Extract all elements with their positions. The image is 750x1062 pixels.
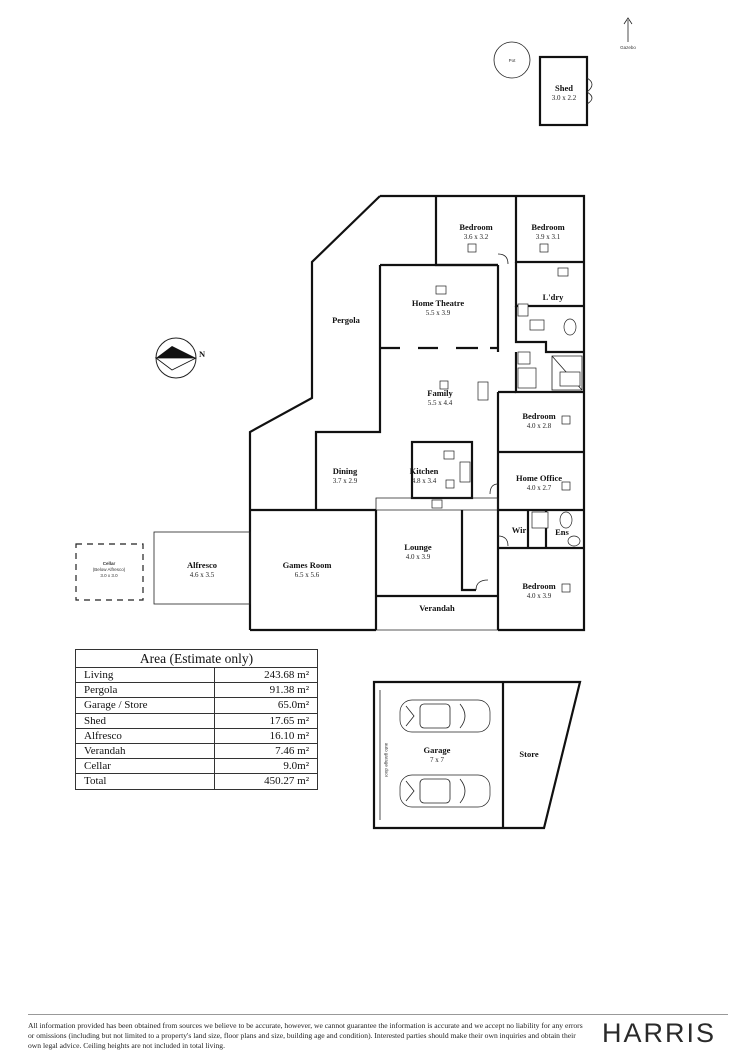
pergola-name: Pergola <box>332 315 361 325</box>
cellar-sub: (Below Alfresco) <box>93 567 126 572</box>
area-label: Living <box>75 666 215 684</box>
home-office-name: Home Office <box>516 473 562 483</box>
home-office-dim: 4.0 x 2.7 <box>527 484 552 492</box>
house-walls <box>248 194 586 632</box>
dining-dim: 3.7 x 2.9 <box>333 477 358 485</box>
table-row: Pergola 91.38 m² <box>75 682 318 699</box>
area-label: Pergola <box>75 682 215 699</box>
shed-outline <box>538 55 589 127</box>
home-theatre-name: Home Theatre <box>412 298 465 308</box>
bedroom2-name: Bedroom <box>531 222 564 232</box>
bedroom1-dim: 3.6 x 3.2 <box>464 233 489 241</box>
footer-divider <box>28 1014 728 1015</box>
bedroom4-dim: 4.0 x 3.9 <box>527 592 552 600</box>
lounge-dim: 4.0 x 3.9 <box>406 553 431 561</box>
wir-name: Wir <box>512 525 527 535</box>
area-value: 65.0m² <box>214 697 318 714</box>
fixtures <box>431 243 583 593</box>
area-label: Verandah <box>75 742 215 760</box>
disclaimer-text: All information provided has been obtain… <box>28 1021 583 1050</box>
verandah-name: Verandah <box>419 603 455 613</box>
area-value: 16.10 m² <box>214 727 318 744</box>
family-name: Family <box>427 388 453 398</box>
garage-walls <box>372 680 582 830</box>
shed-name: Shed <box>555 83 573 93</box>
area-table-title: Area (Estimate only) <box>75 649 318 668</box>
alfresco-outline <box>153 531 251 605</box>
table-row: Shed 17.65 m² <box>75 712 318 729</box>
pot-circle <box>493 41 531 79</box>
area-table: Area (Estimate only) Living 243.68 m² Pe… <box>75 649 318 790</box>
area-label: Cellar <box>75 758 215 775</box>
bedroom4-name: Bedroom <box>522 581 555 591</box>
laundry-name: L'dry <box>543 292 565 302</box>
kitchen-dim: 4.8 x 3.4 <box>412 477 437 485</box>
area-label: Alfresco <box>75 727 215 744</box>
area-label: Garage / Store <box>75 697 215 714</box>
area-value: 17.65 m² <box>214 712 318 729</box>
lounge-name: Lounge <box>404 542 432 552</box>
gazebo-label: Gazebo <box>620 45 636 50</box>
area-value: 91.38 m² <box>214 682 318 699</box>
table-row: Garage / Store 65.0m² <box>75 697 318 714</box>
cellar-dim: 3.0 x 3.0 <box>100 573 118 578</box>
bedroom1-name: Bedroom <box>459 222 492 232</box>
gazebo-arrow-icon <box>623 17 633 42</box>
shed-dim: 3.0 x 2.2 <box>552 94 577 102</box>
table-row: Cellar 9.0m² <box>75 758 318 775</box>
car-bottom-icon <box>399 774 491 808</box>
ens-name: Ens <box>555 527 569 537</box>
bedroom3-dim: 4.0 x 2.8 <box>527 422 552 430</box>
brand-logo: HARRIS <box>602 1018 717 1048</box>
alfresco-dim: 4.6 x 3.5 <box>190 571 215 579</box>
shed-door <box>586 77 593 105</box>
car-top-icon <box>399 699 491 733</box>
dining-name: Dining <box>333 466 358 476</box>
home-theatre-dim: 5.5 x 3.9 <box>426 309 451 317</box>
table-row: Verandah 7.46 m² <box>75 742 318 760</box>
table-row: Living 243.68 m² <box>75 666 318 684</box>
area-value: 7.46 m² <box>214 742 318 760</box>
games-room-name: Games Room <box>283 560 332 570</box>
table-row: Alfresco 16.10 m² <box>75 727 318 744</box>
area-value: 9.0m² <box>214 758 318 775</box>
store-name: Store <box>519 749 538 759</box>
alfresco-name: Alfresco <box>187 560 217 570</box>
area-label: Shed <box>75 712 215 729</box>
games-room-dim: 6.5 x 5.6 <box>295 571 320 579</box>
north-arrow-icon <box>154 337 197 379</box>
kitchen-name: Kitchen <box>410 466 439 476</box>
area-value: 450.27 m² <box>214 773 318 790</box>
area-label: Total <box>75 773 215 790</box>
garage-dim: 7 x 7 <box>430 756 445 764</box>
north-label: N <box>199 349 206 359</box>
bedroom3-name: Bedroom <box>522 411 555 421</box>
cellar-name: Cellar <box>103 561 116 566</box>
bedroom2-dim: 3.9 x 3.1 <box>536 233 561 241</box>
garage-door-label: auto garage door <box>384 743 389 778</box>
family-dim: 5.5 x 4.4 <box>428 399 453 407</box>
pot-label: Pot <box>509 58 517 63</box>
cellar-outline <box>75 543 144 601</box>
area-value: 243.68 m² <box>214 666 318 684</box>
table-row: Total 450.27 m² <box>75 773 318 790</box>
garage-name: Garage <box>424 745 451 755</box>
